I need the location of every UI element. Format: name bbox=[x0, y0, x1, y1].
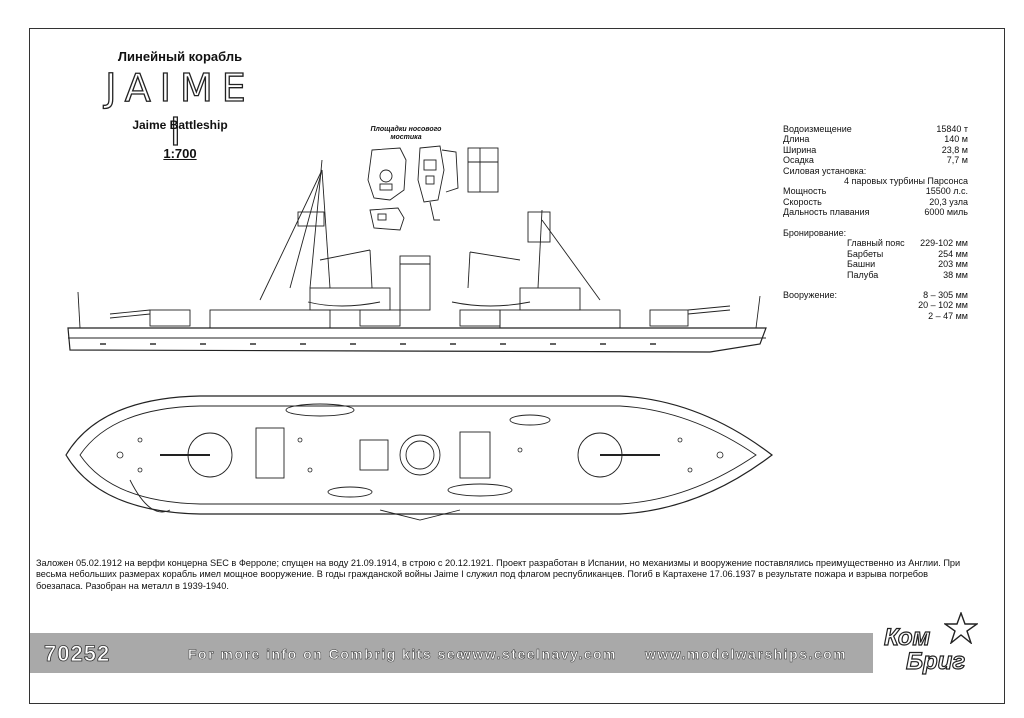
kit-number: 70252 bbox=[44, 641, 111, 667]
spec-value: 4 паровых турбины Парсонса bbox=[844, 176, 968, 187]
armor-row: Палуба 38 мм bbox=[783, 270, 968, 280]
ship-name: JAIME I bbox=[105, 65, 255, 154]
spec-label: Скорость bbox=[783, 196, 822, 207]
armor-specs: Бронирование: Главный пояс 229-102 мм Бар… bbox=[783, 228, 968, 280]
info-text: For more info on Combrig kits see: bbox=[188, 646, 472, 663]
spec-row: Осадка 7,7 м bbox=[783, 155, 968, 165]
spec-row: Ширина 23,8 м bbox=[783, 145, 968, 155]
page-frame bbox=[29, 28, 1005, 704]
spec-value: 7,7 м bbox=[946, 155, 968, 166]
spec-row: Длина 140 м bbox=[783, 134, 968, 144]
spec-value: 15840 т bbox=[936, 124, 968, 134]
armor-label: Барбеты bbox=[847, 248, 884, 259]
spec-label: Силовая установка: bbox=[783, 165, 867, 176]
armament-specs: Вооружение: 8 – 305 мм 20 – 102 мм 2 – 47… bbox=[783, 290, 968, 321]
spec-row: Мощность 15500 л.с. bbox=[783, 186, 968, 196]
armament-row: 2 – 47 мм bbox=[783, 311, 968, 321]
spec-value: 20,3 узла bbox=[929, 196, 968, 207]
spec-label: Дальность плавания bbox=[783, 207, 870, 218]
bridge-platform-drawings bbox=[367, 145, 499, 231]
armament-value: 2 – 47 мм bbox=[928, 310, 968, 321]
armament-row: 20 – 102 мм bbox=[783, 300, 968, 310]
spec-value: 140 м bbox=[944, 134, 968, 145]
spec-label: Мощность bbox=[783, 186, 827, 197]
logo-line1: Ком bbox=[883, 623, 931, 651]
ship-type-en: Jaime Battleship bbox=[132, 118, 228, 132]
ship-history-text: Заложен 05.02.1912 на верфи концерна SEC… bbox=[36, 558, 961, 591]
spec-row: Дальность плавания 6000 миль bbox=[783, 207, 968, 217]
modelwarships-link[interactable]: www.modelwarships.com bbox=[645, 646, 848, 663]
armor-label: Палуба bbox=[847, 269, 879, 280]
ship-side-profile bbox=[67, 160, 767, 353]
star-icon bbox=[944, 612, 978, 644]
armor-value: 229-102 мм bbox=[920, 238, 968, 249]
armor-label: Главный пояс bbox=[847, 238, 905, 249]
armor-value: 38 мм bbox=[943, 269, 968, 280]
armor-row: Башни 203 мм bbox=[783, 259, 968, 269]
spec-value: 23,8 м bbox=[941, 144, 968, 155]
armor-value: 203 мм bbox=[938, 259, 968, 270]
footer-banner: 70252 For more info on Combrig kits see:… bbox=[30, 633, 873, 673]
ship-top-plan bbox=[65, 395, 773, 521]
combrig-logo: Ком Бриг bbox=[878, 612, 988, 684]
scale-label: 1:700 bbox=[163, 146, 197, 161]
bridge-platforms-label: Площадки носового мостика bbox=[370, 126, 442, 141]
spec-value: 6000 миль bbox=[924, 207, 968, 218]
armor-value: 254 мм bbox=[938, 248, 968, 259]
armament-row: Вооружение: 8 – 305 мм bbox=[783, 290, 968, 300]
armament-heading: Вооружение: bbox=[783, 290, 838, 300]
specifications: Водоизмещение 15840 т Длина 140 м Ширина 23… bbox=[783, 124, 968, 218]
steelnavy-link[interactable]: www.steelnavy.com bbox=[460, 646, 617, 663]
armor-row: Главный пояс 229-102 мм bbox=[783, 238, 968, 248]
armor-row: Барбеты 254 мм bbox=[783, 249, 968, 259]
spec-label: Ширина bbox=[783, 144, 817, 155]
armament-value: 20 – 102 мм bbox=[918, 300, 968, 311]
armament-value: 8 – 305 мм bbox=[923, 290, 968, 300]
spec-row: Водоизмещение 15840 т bbox=[783, 124, 968, 134]
spec-row: Силовая установка: bbox=[783, 166, 968, 176]
spec-label: Водоизмещение bbox=[783, 124, 852, 134]
logo-line2: Бриг bbox=[905, 647, 966, 675]
spec-row: Скорость 20,3 узла bbox=[783, 197, 968, 207]
spec-label: Осадка bbox=[783, 155, 814, 166]
spec-value: 15500 л.с. bbox=[925, 186, 968, 197]
armor-label: Башни bbox=[847, 259, 876, 270]
ship-type-ru: Линейный корабль bbox=[117, 49, 243, 64]
spec-row: 4 паровых турбины Парсонса bbox=[783, 176, 968, 186]
spec-label: Длина bbox=[783, 134, 810, 145]
armor-heading: Бронирование: bbox=[783, 228, 847, 238]
